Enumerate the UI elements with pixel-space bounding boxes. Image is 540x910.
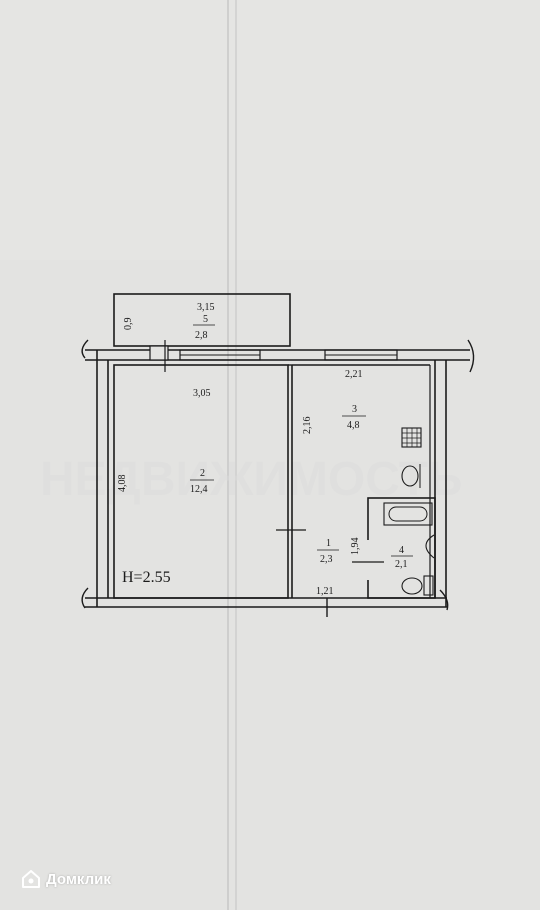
domclick-house-icon	[22, 870, 40, 888]
domclick-logo: Домклик	[22, 870, 111, 888]
balcony-number-label: 5	[203, 314, 208, 325]
bathroom-sink	[425, 534, 435, 559]
bathroom-length-label: 1,94	[350, 538, 361, 556]
hall-number-label: 1	[326, 538, 331, 549]
kitchen-area-label: 4,8	[347, 420, 360, 431]
kitchen-width-label: 2,21	[345, 369, 363, 380]
balcony-width-label: 3,15	[197, 302, 215, 313]
balcony-door	[149, 345, 169, 361]
bathroom-area-label: 2,1	[395, 559, 408, 570]
plan-drawing	[81, 293, 475, 617]
kitchen-sink	[401, 465, 419, 487]
kitchen-number-label: 3	[352, 404, 357, 415]
room-2	[113, 364, 289, 599]
toilet	[401, 577, 423, 595]
kitchen-length-label: 2,16	[302, 417, 313, 435]
room2-number-label: 2	[200, 468, 205, 479]
balcony-area-label: 2,8	[195, 330, 208, 341]
room2-length-label: 4,08	[117, 475, 128, 493]
bathroom-number-label: 4	[399, 545, 404, 556]
stove	[401, 427, 422, 448]
room2-area-label: 12,4	[190, 484, 208, 495]
brand-name: Домклик	[46, 870, 111, 888]
balcony-outline	[113, 293, 291, 347]
bathtub	[383, 502, 433, 526]
hall-area-label: 2,3	[320, 554, 333, 565]
watermark: НЕДВИЖИМОСТЬ	[40, 453, 463, 506]
balcony-depth-label: 0,9	[123, 318, 134, 331]
room2-width-label: 3,05	[193, 388, 211, 399]
hall-width-label: 1,21	[316, 586, 334, 597]
ceiling-height-label: H=2.55	[122, 569, 171, 586]
